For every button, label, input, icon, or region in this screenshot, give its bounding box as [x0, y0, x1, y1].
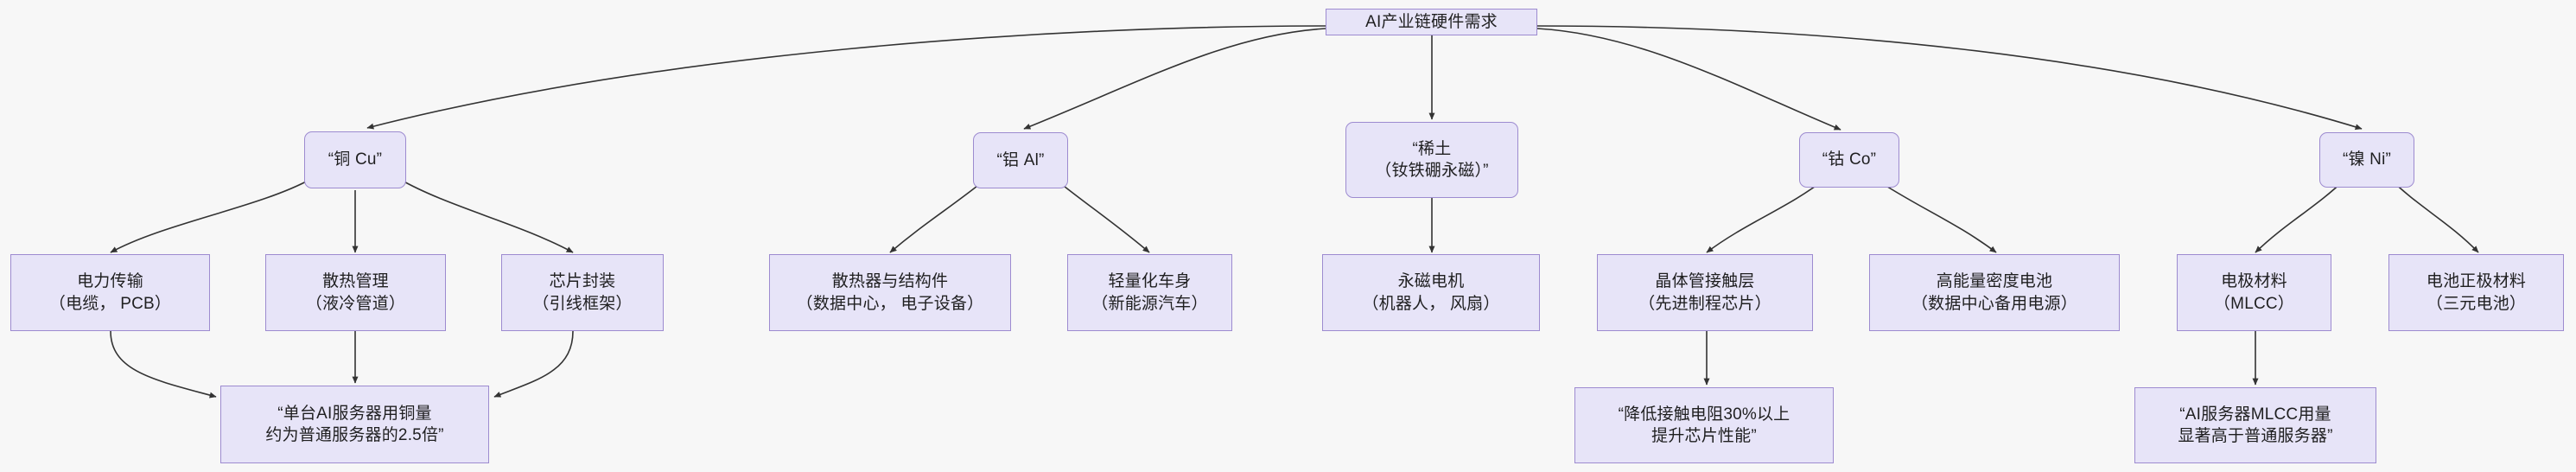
edge-cu1-note: [110, 330, 217, 399]
note-cu-copper-usage[interactable]: “单台AI服务器用铜量 约为普通服务器的2.5倍”: [220, 386, 489, 463]
edge-cu3-note: [493, 330, 574, 398]
edge-al-1: [889, 179, 986, 253]
node-category-co[interactable]: “钴 Co”: [1799, 132, 1899, 188]
node-cu-thermal-management[interactable]: 散热管理 （液冷管道）: [265, 254, 446, 331]
edge-co-1: [1706, 178, 1826, 253]
edge-cu-1: [110, 178, 312, 253]
edge-ni-1: [2255, 178, 2346, 253]
node-category-cu[interactable]: “铜 Cu”: [304, 131, 406, 188]
node-co-high-energy-battery[interactable]: 高能量密度电池 （数据中心备用电源）: [1869, 254, 2120, 331]
edge-root-ni: [1536, 25, 2363, 131]
node-al-heatsink-structure[interactable]: 散热器与结构件 （数据中心， 电子设备）: [769, 254, 1011, 331]
edge-ni-2: [2389, 178, 2479, 253]
node-ni-cathode-material[interactable]: 电池正极材料 （三元电池）: [2388, 254, 2564, 331]
node-al-lightweight-body[interactable]: 轻量化车身 （新能源汽车）: [1067, 254, 1232, 331]
edge-root-cu: [366, 25, 1326, 130]
node-root[interactable]: AI产业链硬件需求: [1326, 9, 1537, 35]
edge-co-2: [1874, 178, 1997, 253]
note-ni-mlcc-usage[interactable]: “AI服务器MLCC用量 显著高于普通服务器”: [2134, 387, 2376, 463]
edge-al-2: [1055, 179, 1150, 253]
node-re-permanent-magnet-motor[interactable]: 永磁电机 （机器人， 风扇）: [1322, 254, 1540, 331]
node-ni-electrode-material[interactable]: 电极材料 （MLCC）: [2177, 254, 2331, 331]
node-co-transistor-contact-layer[interactable]: 晶体管接触层 （先进制程芯片）: [1597, 254, 1813, 331]
node-cu-chip-packaging[interactable]: 芯片封装 （引线框架）: [501, 254, 664, 331]
node-category-rare-earth[interactable]: “稀土 （钕铁硼永磁）”: [1345, 122, 1518, 198]
note-co-contact-resistance[interactable]: “降低接触电阻30%以上 提升芯片性能”: [1574, 387, 1834, 463]
node-category-ni[interactable]: “镍 Ni”: [2319, 132, 2414, 188]
edge-root-co: [1536, 28, 1841, 131]
edge-cu-3: [398, 178, 574, 253]
node-category-al[interactable]: “铝 Al”: [973, 132, 1068, 188]
node-cu-power-transmission[interactable]: 电力传输 （电缆， PCB）: [10, 254, 210, 331]
edge-root-al: [1023, 28, 1326, 130]
